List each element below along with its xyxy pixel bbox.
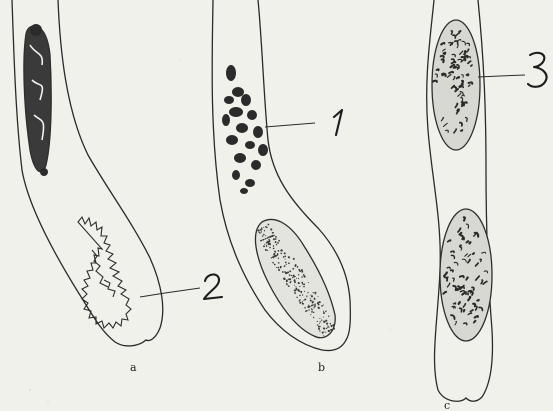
panel-a: a [12, 0, 222, 374]
pointer-line-3 [478, 75, 525, 77]
panel-letter-a: a [130, 361, 137, 374]
pointer-label-1-glyph [334, 110, 342, 135]
cell-b-chromatin-clusters [222, 65, 268, 194]
pointer-label-2-glyph [204, 274, 222, 299]
panel-letter-c: c [444, 399, 450, 411]
pointer-line-2 [140, 288, 200, 297]
panel-b: b [212, 0, 350, 374]
panel-letter-b: b [318, 361, 325, 374]
cell-a-chromatin-clump [24, 24, 51, 176]
pointer-line-1 [265, 123, 315, 127]
cell-a-lobed-nucleus [78, 217, 131, 328]
cell-b-stippled-nucleus [255, 219, 335, 337]
cell-c-nucleus-bottom [440, 209, 492, 341]
panel-c: c [427, 0, 547, 411]
pointer-label-3-glyph [528, 53, 547, 87]
cell-c-nucleus-top [432, 20, 480, 150]
